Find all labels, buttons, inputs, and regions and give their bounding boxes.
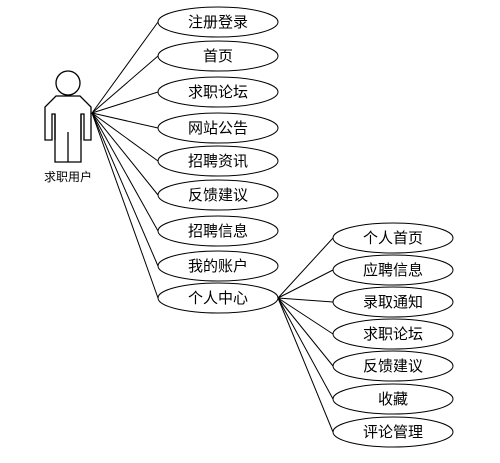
sub-use-case-7-ellipse <box>332 416 454 448</box>
sub-use-case-6: 收藏 <box>332 383 454 415</box>
sub-use-case-3: 录取通知 <box>332 286 454 318</box>
sub-use-case-1: 个人首页 <box>332 222 454 254</box>
sub-association-line <box>277 297 334 433</box>
use-case-2: 首页 <box>157 40 279 72</box>
use-case-6-label: 反馈建议 <box>188 186 248 204</box>
sub-use-case-7-label: 评论管理 <box>363 423 423 441</box>
actor-label: 求职用户 <box>44 169 92 184</box>
sub-use-case-4-label: 求职论坛 <box>363 325 423 343</box>
association-lines <box>91 21 334 433</box>
use-case-1-label: 注册登录 <box>188 13 248 31</box>
association-line <box>91 112 159 162</box>
sub-association-line <box>277 297 334 303</box>
association-line <box>91 55 159 114</box>
use-case-4-label: 网站公告 <box>188 119 248 137</box>
sub-use-case-4-ellipse <box>332 318 454 350</box>
sub-use-case-5: 反馈建议 <box>332 350 454 382</box>
use-case-8-label: 我的账户 <box>188 257 248 275</box>
association-line <box>91 112 159 267</box>
association-line <box>91 112 159 299</box>
use-case-2-ellipse <box>157 40 279 72</box>
sub-use-case-5-ellipse <box>332 350 454 382</box>
use-case-5: 招聘资讯 <box>157 145 279 177</box>
use-case-9: 个人中心 <box>157 282 279 314</box>
use-case-1: 注册登录 <box>157 6 279 38</box>
sub-use-case-3-label: 录取通知 <box>363 293 423 311</box>
association-line <box>91 112 159 129</box>
sub-use-case-1-label: 个人首页 <box>363 229 423 247</box>
use-case-4: 网站公告 <box>157 112 279 144</box>
use-case-6-ellipse <box>157 179 279 211</box>
use-case-4-ellipse <box>157 112 279 144</box>
use-case-5-ellipse <box>157 145 279 177</box>
sub-association-line <box>277 237 334 299</box>
use-case-7-ellipse <box>157 215 279 247</box>
use-case-3: 求职论坛 <box>157 76 279 108</box>
use-case-7: 招聘信息 <box>157 215 279 247</box>
use-case-8-ellipse <box>157 250 279 282</box>
association-line <box>91 112 159 196</box>
sub-use-case-2: 应聘信息 <box>332 254 454 286</box>
use-case-2-label: 首页 <box>203 47 233 65</box>
use-case-6: 反馈建议 <box>157 179 279 211</box>
use-case-5-label: 招聘资讯 <box>188 152 248 170</box>
use-case-9-label: 个人中心 <box>188 289 248 307</box>
sub-use-case-2-ellipse <box>332 254 454 286</box>
sub-use-case-1-ellipse <box>332 222 454 254</box>
sub-use-case-6-label: 收藏 <box>378 390 408 408</box>
sub-use-case-2-label: 应聘信息 <box>363 261 423 279</box>
use-case-8: 我的账户 <box>157 250 279 282</box>
sub-use-case-5-label: 反馈建议 <box>363 357 423 375</box>
sub-use-case-3-ellipse <box>332 286 454 318</box>
sub-use-case-4: 求职论坛 <box>332 318 454 350</box>
sub-association-line <box>277 297 334 367</box>
sub-use-case-7: 评论管理 <box>332 416 454 448</box>
use-case-9-ellipse <box>157 282 279 314</box>
sub-use-case-6-ellipse <box>332 383 454 415</box>
use-case-3-label: 求职论坛 <box>188 83 248 101</box>
use-case-1-ellipse <box>157 6 279 38</box>
association-line <box>91 112 159 232</box>
association-line <box>91 21 159 114</box>
sub-association-line <box>277 269 334 299</box>
actor: 求职用户 <box>44 70 92 184</box>
use-case-3-ellipse <box>157 76 279 108</box>
stick-figure-actor-icon <box>44 70 92 163</box>
use-case-7-label: 招聘信息 <box>188 222 248 240</box>
sub-association-line <box>277 297 334 400</box>
sub-association-line <box>277 297 334 335</box>
association-line <box>91 91 159 114</box>
